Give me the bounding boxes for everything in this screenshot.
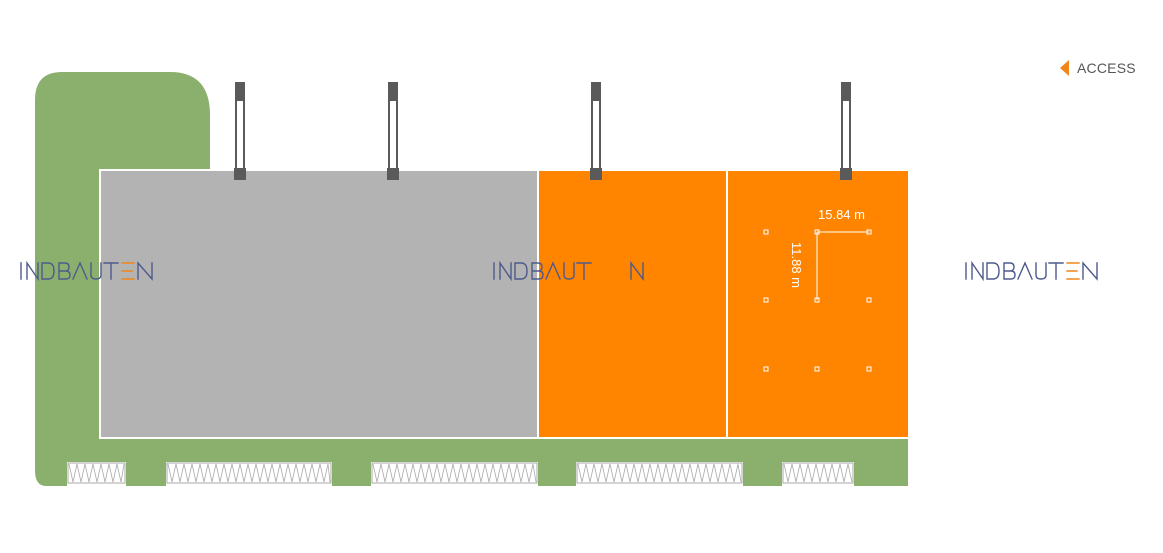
watermark-letters: [1082, 261, 1098, 281]
watermark-accent: [594, 262, 608, 280]
column-marker: [866, 366, 872, 372]
access-label: ACCESS: [1077, 60, 1136, 76]
column-marker: [763, 366, 769, 372]
dock-posts: [234, 82, 852, 180]
dimension-depth: 11.88 m: [789, 242, 804, 288]
column-grid: [763, 229, 872, 372]
watermark-accent: [1066, 262, 1080, 280]
loading-bay: [782, 462, 854, 486]
chevron-left-icon: [1060, 60, 1069, 76]
watermark-logo: [493, 260, 644, 282]
watermark-letters: [493, 260, 592, 282]
watermark-logo: [965, 260, 1098, 282]
dock-post: [234, 82, 246, 180]
column-marker: [763, 229, 769, 235]
loading-bays: [67, 462, 854, 486]
unit-occupied[interactable]: [99, 169, 539, 439]
watermark-letters: [20, 260, 119, 282]
dimension-lines: 15.84 m 11.88 m: [789, 207, 869, 300]
unit-available-1[interactable]: [537, 169, 728, 439]
loading-bay: [166, 462, 332, 486]
unit-available-2[interactable]: [726, 169, 910, 439]
building: [99, 169, 910, 439]
dock-post: [590, 82, 602, 180]
dimension-width: 15.84 m: [818, 207, 865, 222]
column-marker: [763, 297, 769, 303]
watermark-letters: [630, 260, 644, 282]
access-button[interactable]: ACCESS: [1060, 58, 1136, 78]
loading-bay: [67, 462, 126, 486]
column-marker: [866, 297, 872, 303]
dock-post: [387, 82, 399, 180]
dock-post: [840, 82, 852, 180]
loading-bay: [576, 462, 743, 486]
watermark-logo: [20, 260, 153, 282]
watermark-letters: [137, 261, 153, 281]
watermark-accent: [121, 262, 135, 280]
loading-bay: [371, 462, 538, 486]
column-marker: [814, 366, 820, 372]
watermark-letters: [965, 260, 1064, 282]
